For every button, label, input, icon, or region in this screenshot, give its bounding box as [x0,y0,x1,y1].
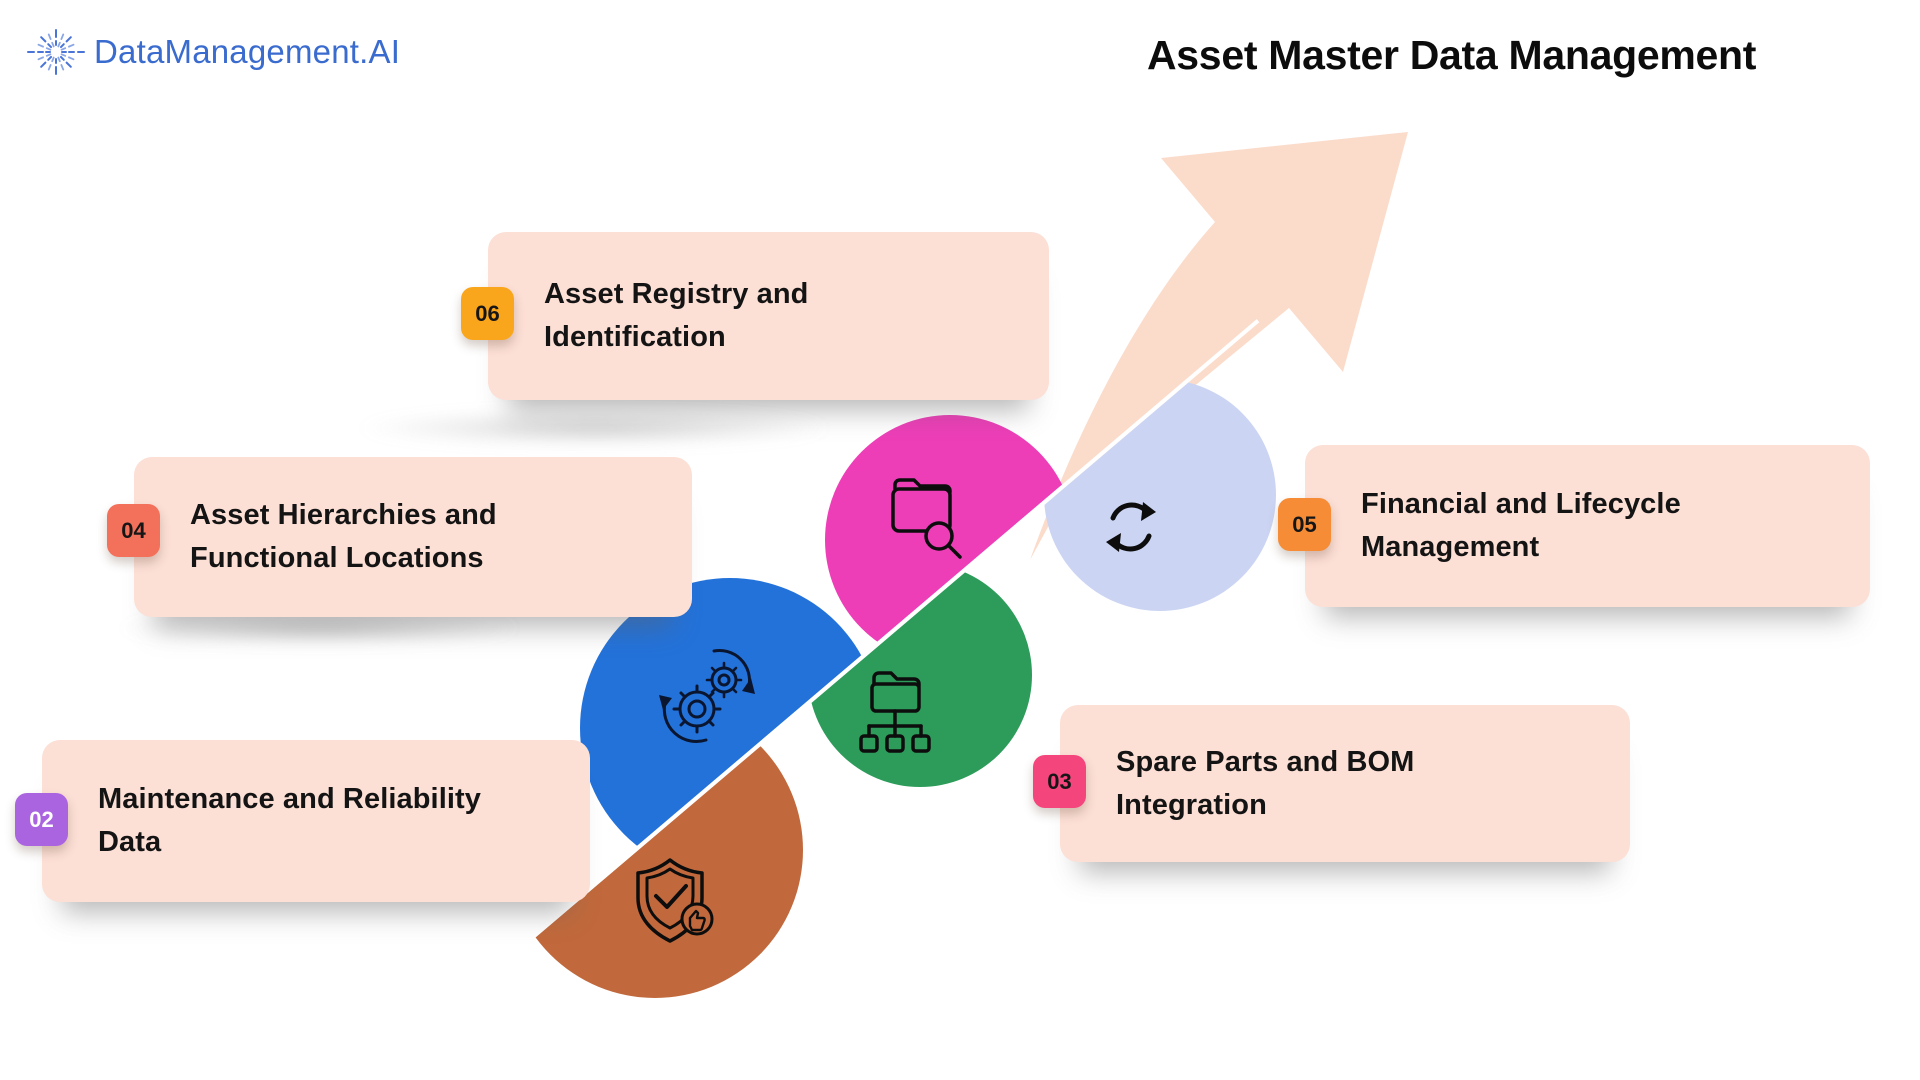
step-label: Asset Hierarchies and [190,499,497,531]
step-label: Functional Locations [190,542,484,574]
step-card-02: 02 Maintenance and Reliability Data [15,740,590,902]
starburst-icon [27,29,85,75]
step-label: Maintenance and Reliability [98,783,482,815]
step-card-03: 03 Spare Parts and BOM Integration [1033,705,1630,862]
brand-logo: DataManagement.AI [26,22,400,82]
step-card-04: 04 Asset Hierarchies and Functional Loca… [107,457,692,617]
circle-sync [1044,379,1276,611]
shadow-blob [120,612,520,644]
step-label: Integration [1116,788,1267,821]
shadow-blob [360,410,830,446]
sync-arrows-icon [1106,502,1156,552]
step-badge-05: 05 [1278,498,1331,551]
step-label: Management [1361,531,1540,563]
step-label: Financial and Lifecycle [1361,488,1681,520]
step-label: Identification [544,321,726,353]
step-badge-04: 04 [107,504,160,557]
step-card-06: 06 Asset Registry and Identification [461,232,1049,400]
step-label: Spare Parts and BOM [1116,745,1415,778]
growth-arrow [1030,132,1408,560]
step-badge-06: 06 [461,287,514,340]
step-badge-03: 03 [1033,755,1086,808]
step-badge-02: 02 [15,793,68,846]
folder-tree-icon [859,671,931,753]
step-card-05: 05 Financial and Lifecycle Management [1278,445,1870,607]
step-label: Asset Registry and [544,278,809,310]
diagonal-seam [503,319,1260,963]
shield-check-icon [636,858,714,943]
step-label: Data [98,826,162,858]
brand-name: DataManagement.AI [94,33,401,70]
page-title: Asset Master Data Management [1147,32,1757,78]
gears-icon [659,649,755,743]
folder-search-icon [891,478,962,559]
